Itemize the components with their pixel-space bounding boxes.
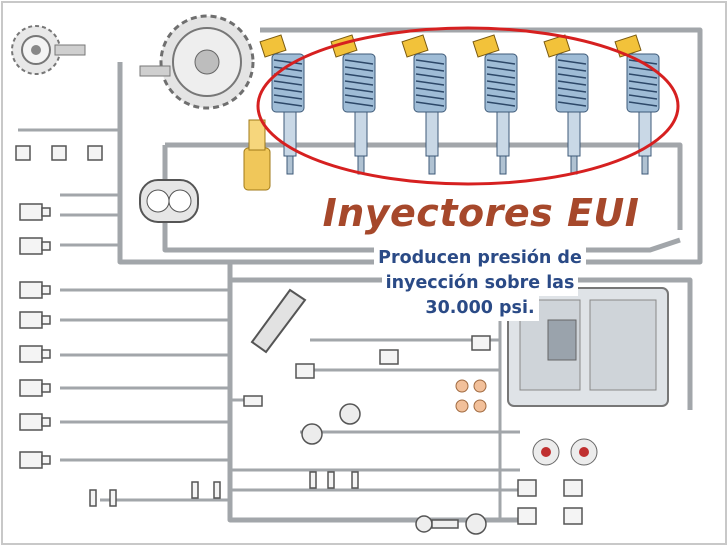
fuel-filter <box>243 119 271 191</box>
ignition-key <box>415 513 487 535</box>
relay-cluster <box>455 379 487 413</box>
ground-studs <box>89 471 359 507</box>
slide-title: Inyectores EUI <box>322 191 640 235</box>
cam-gear-small <box>11 25 86 75</box>
slide-subtitle: Producen presión de inyección sobre las … <box>340 246 620 321</box>
injector-3 <box>401 34 447 175</box>
pressure-sensors <box>301 403 361 445</box>
injector-4 <box>472 34 518 175</box>
subtitle-line-1: Producen presión de <box>374 246 586 271</box>
subtitle-line-2: inyección sobre las <box>381 271 579 296</box>
injector-2 <box>330 34 376 175</box>
throttle-pedal <box>250 288 307 354</box>
switch-connectors <box>243 335 583 525</box>
fuel-transfer-pump <box>139 179 199 223</box>
injector-highlight-ellipse <box>256 26 680 186</box>
engine-control-module <box>507 287 669 407</box>
crank-gear-large <box>139 14 255 110</box>
top-left-connectors <box>15 145 103 161</box>
warning-lamps <box>532 438 598 466</box>
subtitle-line-3: 30.000 psi. <box>421 296 539 321</box>
injector-5 <box>543 34 589 175</box>
left-sensor-column <box>19 203 51 469</box>
eui-injectors <box>259 34 660 175</box>
